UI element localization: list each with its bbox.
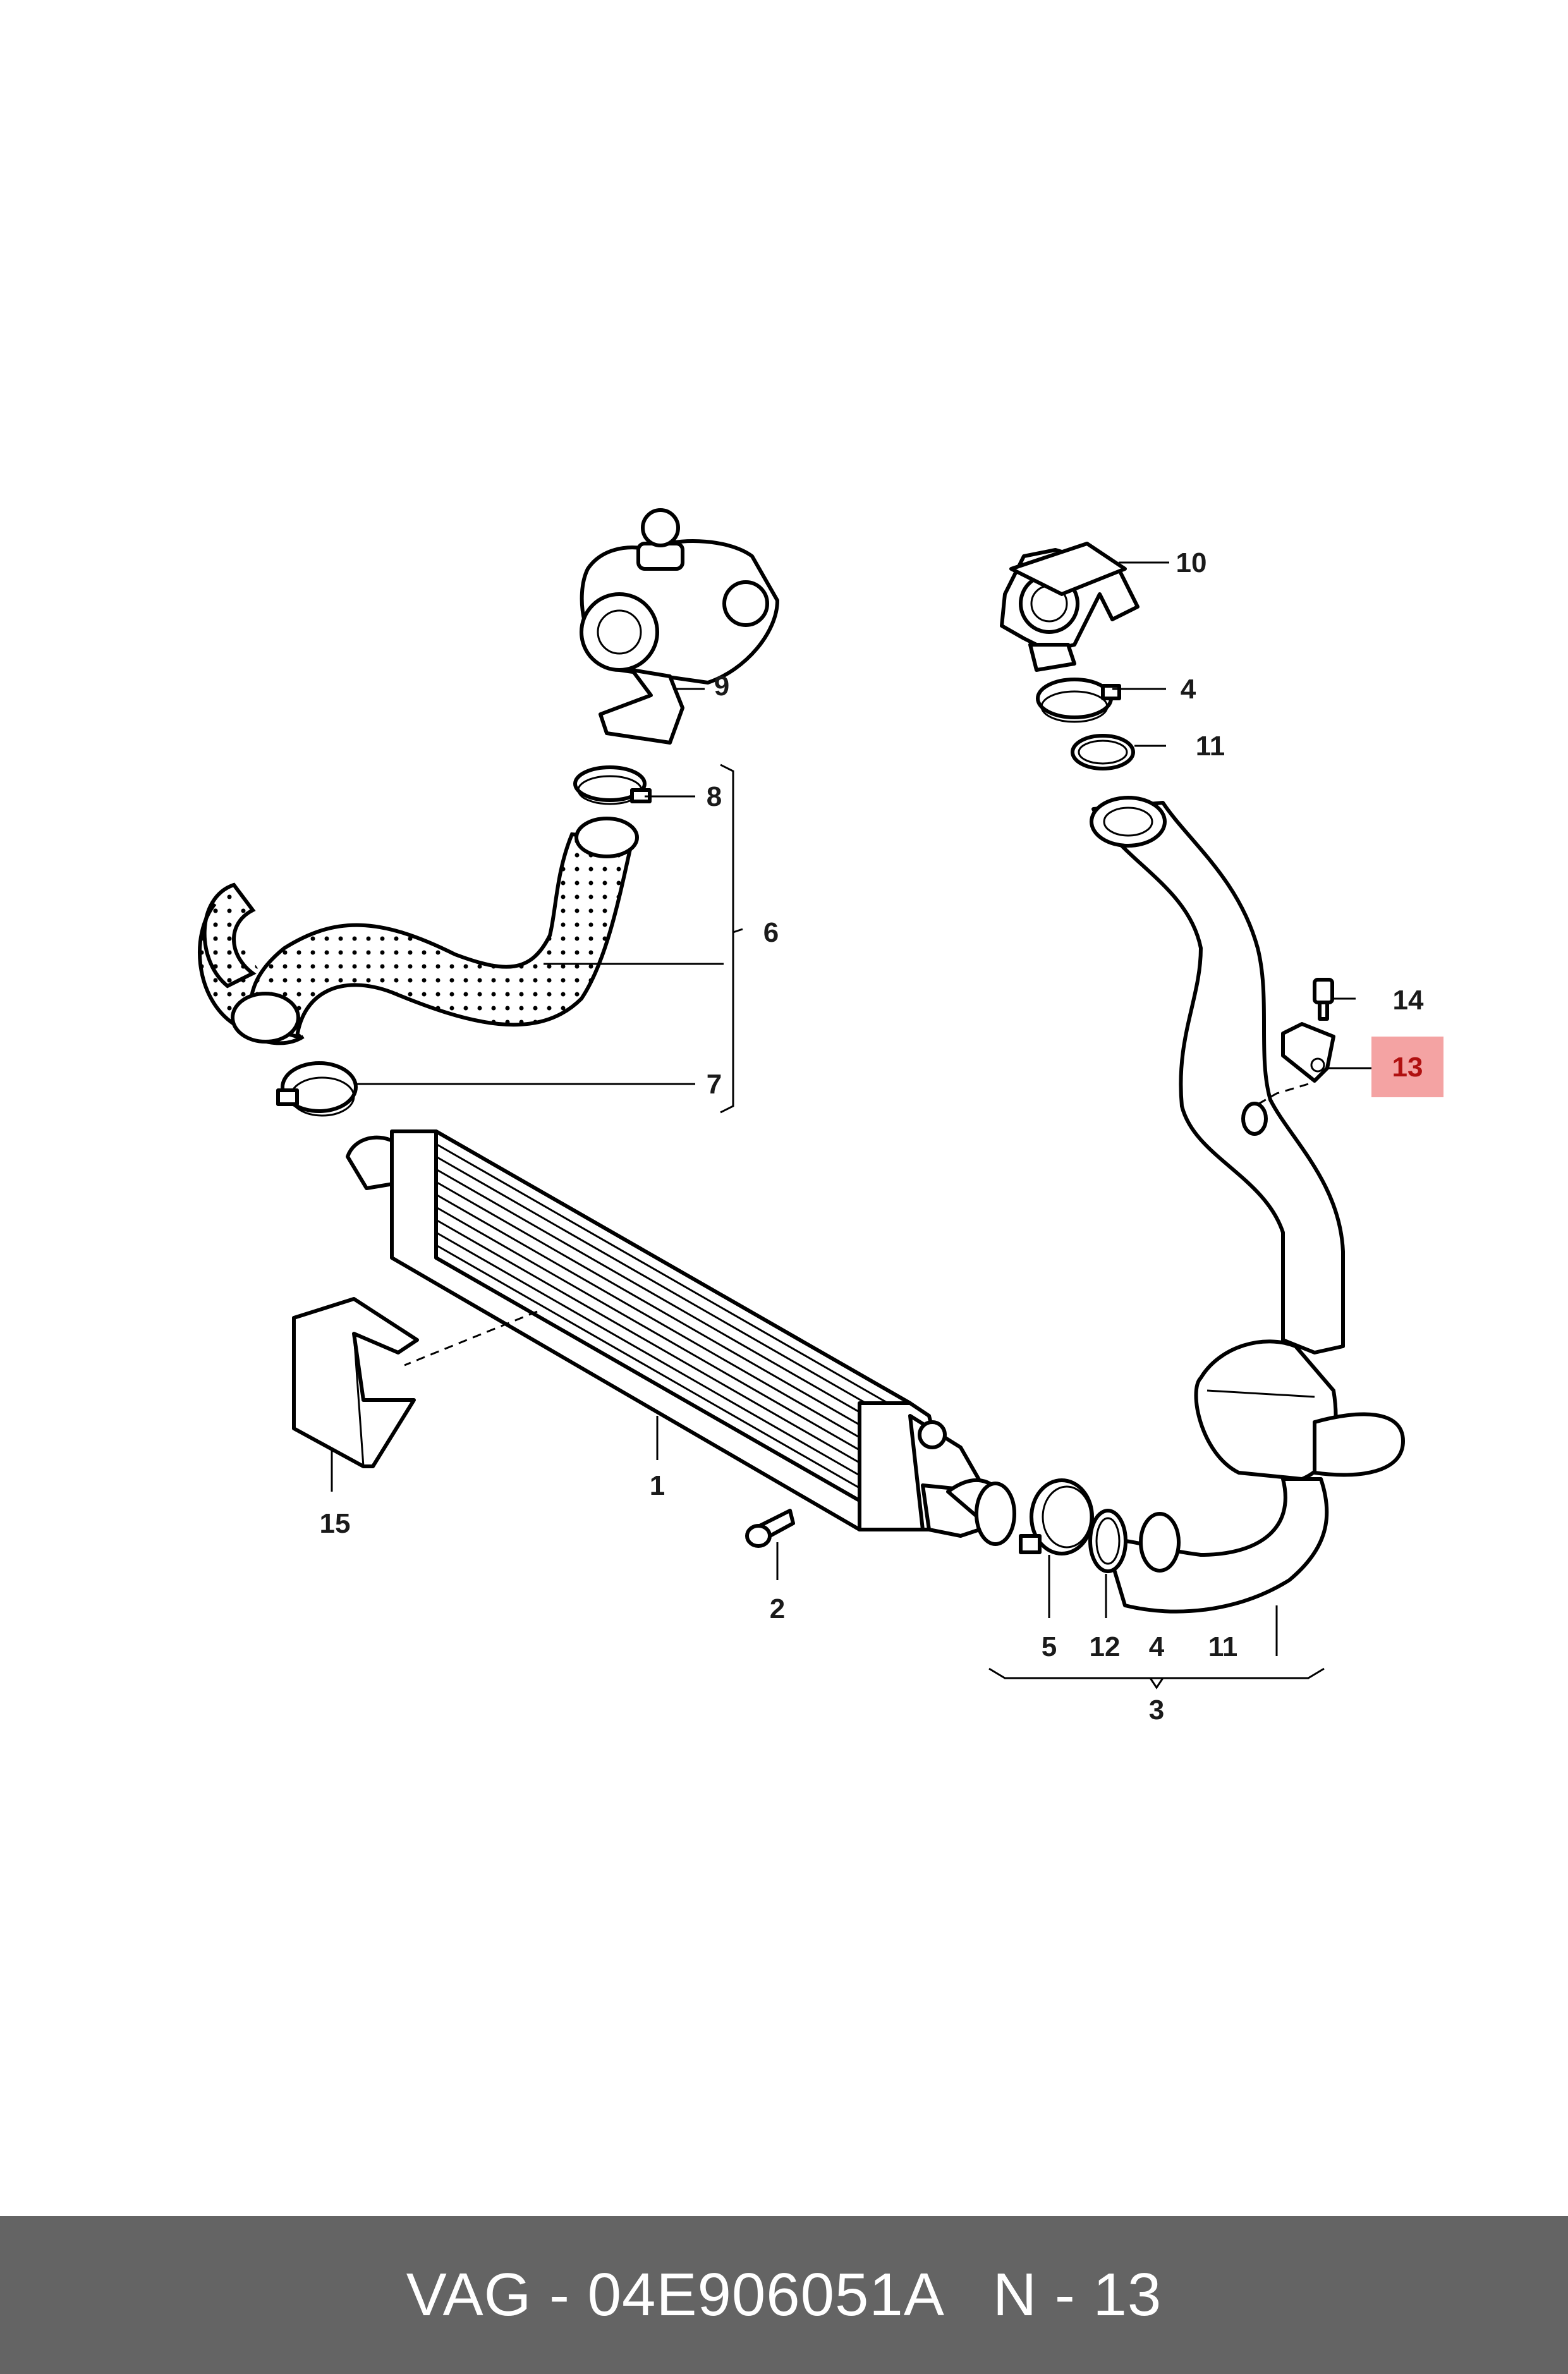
bracket-15 (292, 1297, 419, 1468)
footer-part-number: VAG - 04E906051A (406, 2261, 945, 2328)
callout-6: 6 (763, 917, 779, 948)
callout-2: 2 (770, 1593, 785, 1624)
callout-13: 13 (1392, 1052, 1423, 1083)
callout-11-upper: 11 (1196, 731, 1225, 762)
callout-5: 5 (1042, 1631, 1057, 1662)
callout-4-lower: 4 (1149, 1631, 1165, 1662)
bolt-14 (1313, 978, 1334, 1021)
turbocharger (580, 508, 779, 745)
callout-1: 1 (650, 1470, 665, 1501)
callout-8: 8 (707, 781, 722, 812)
o-ring-12 (1088, 1509, 1127, 1573)
pressure-pipe (1090, 796, 1405, 1614)
hose-clamp-5 (1019, 1478, 1094, 1555)
pressure-hose-6 (198, 817, 639, 1045)
o-ring-11-upper (1071, 734, 1135, 770)
callouts: 1 2 3 4 4 5 6 7 8 9 10 11 11 12 13 14 15 (320, 547, 1424, 1726)
footer-text: VAG - 04E906051A N - 13 (382, 2260, 1186, 2330)
callout-11-lower: 11 (1208, 1631, 1238, 1662)
callout-3: 3 (1149, 1695, 1164, 1726)
callout-4-upper: 4 (1181, 674, 1196, 705)
footer-reference: N - 13 (992, 2261, 1162, 2328)
footer-bar: VAG - 04E906051A N - 13 (0, 2216, 1568, 2374)
callout-9: 9 (714, 671, 729, 702)
intercooler (346, 1129, 1016, 1546)
callout-12: 12 (1090, 1631, 1121, 1662)
hose-clamp-4-upper (1036, 678, 1121, 723)
leader-lines (331, 561, 1371, 1689)
callout-7: 7 (707, 1069, 722, 1100)
callout-14: 14 (1393, 985, 1424, 1016)
callout-15: 15 (320, 1508, 351, 1539)
highlight-box-13 (1371, 1037, 1443, 1097)
bolt-2 (745, 1509, 795, 1548)
parts-diagram: 1 2 3 4 4 5 6 7 8 9 10 11 11 12 13 14 15 (198, 508, 1443, 1726)
callout-10: 10 (1176, 547, 1207, 578)
throttle-body (1000, 542, 1140, 672)
hose-clamp-8 (573, 765, 652, 805)
hose-clamp-7 (276, 1061, 358, 1117)
